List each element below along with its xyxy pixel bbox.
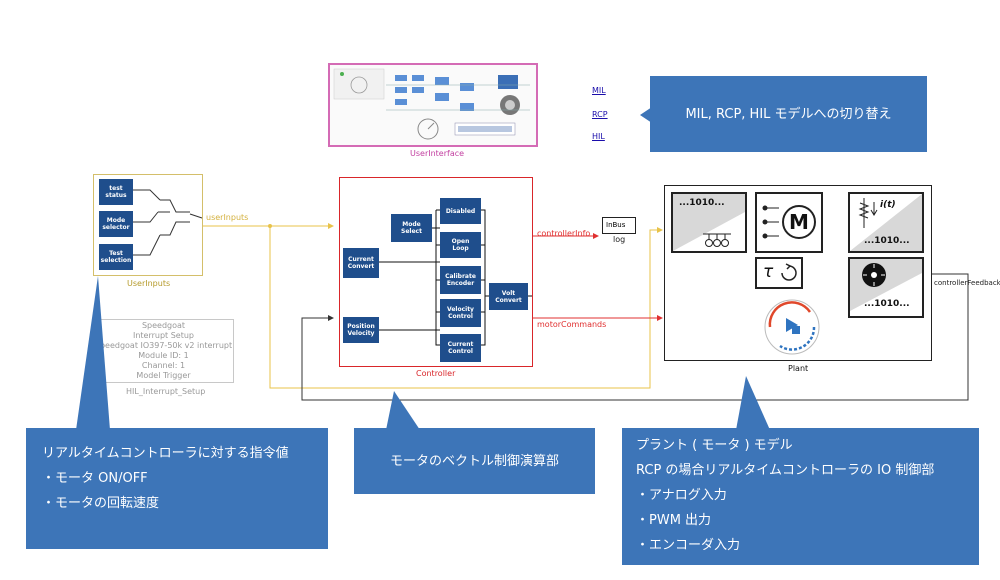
- controller-label: Controller: [416, 369, 456, 378]
- signal-label-userinputs: userInputs: [206, 213, 249, 222]
- speedgoat-line: Speedgoat IO397-50k v2 interrupt: [94, 341, 233, 350]
- plant-torque-tile: τ: [755, 257, 803, 289]
- plant-current-graphic: [850, 194, 922, 251]
- user-inputs-switches: [131, 189, 203, 256]
- inputs-callout: リアルタイムコントローラに対する指令値 ・モータ ON/OFF ・モータの回転速…: [26, 428, 328, 549]
- user-inputs-block[interactable]: test status Mode selector Test selection: [93, 174, 203, 276]
- speedgoat-line: Speedgoat: [141, 321, 186, 330]
- inputs-callout-line: ・モータの回転速度: [42, 496, 160, 511]
- link-mil[interactable]: MIL: [592, 86, 606, 95]
- plant-motor-tile: M: [755, 192, 823, 253]
- inputs-callout-line: リアルタイムコントローラに対する指令値: [42, 446, 289, 461]
- plant-label: Plant: [788, 364, 809, 373]
- signal-label-motorcommands: motorCommands: [537, 320, 607, 329]
- speedgoat-label: HIL_Interrupt_Setup: [126, 387, 206, 396]
- controller-callout-line: モータのベクトル制御演算部: [389, 453, 559, 469]
- simscape-logo: [764, 299, 820, 355]
- wire-controllerfeedback: [301, 273, 969, 401]
- speedgoat-line: Interrupt Setup: [132, 331, 195, 340]
- user-interface-label: UserInterface: [410, 149, 465, 158]
- plant-current-tile: i(t) ...1010...: [848, 192, 924, 253]
- rotation-arrow-icon: [781, 263, 797, 281]
- current-convert-block[interactable]: Current Convert: [343, 248, 379, 278]
- test-status-block[interactable]: test status: [99, 179, 133, 205]
- plant-encoder-tile: ...1010...: [848, 257, 924, 318]
- user-inputs-label: UserInputs: [127, 279, 171, 288]
- plant-callout: プラント ( モータ ) モデル RCP の場合リアルタイムコントローラの IO…: [622, 428, 979, 565]
- wire-userinputs-plant: [269, 226, 663, 389]
- log-inbus-block[interactable]: InBus: [602, 217, 636, 234]
- switch-callout: MIL, RCP, HIL モデルへの切り替え: [650, 76, 927, 152]
- plant-current-bits: ...1010...: [864, 236, 910, 246]
- plant-adc-bits: ...1010...: [679, 198, 725, 208]
- speedgoat-line: Module ID: 1: [138, 351, 189, 360]
- test-selection-block[interactable]: Test selection: [99, 244, 133, 270]
- position-velocity-block[interactable]: Position Velocity: [343, 317, 379, 343]
- current-icon: i(t): [880, 200, 896, 210]
- current-control-block[interactable]: Current Control: [440, 334, 481, 362]
- motor-icon: M: [789, 210, 809, 234]
- link-rcp[interactable]: RCP: [592, 110, 608, 119]
- disabled-block[interactable]: Disabled: [440, 198, 481, 224]
- speedgoat-line: Model Trigger: [136, 371, 191, 380]
- link-hil[interactable]: HIL: [592, 132, 605, 141]
- controller-block[interactable]: [339, 177, 533, 367]
- plant-callout-line: ・PWM 出力: [636, 513, 712, 528]
- plant-encoder-graphic: [850, 259, 922, 311]
- user-interface-preview: [333, 68, 530, 140]
- calibrate-encoder-block[interactable]: Calibrate Encoder: [440, 266, 481, 294]
- plant-adc-tile: ...1010...: [671, 192, 747, 253]
- plant-callout-line: ・エンコーダ入力: [636, 538, 741, 553]
- plant-callout-line: プラント ( モータ ) モデル: [636, 438, 793, 453]
- velocity-control-block[interactable]: Velocity Control: [440, 299, 481, 327]
- log-inbus-text: InBus: [606, 221, 626, 229]
- user-interface-block[interactable]: [328, 63, 538, 147]
- controller-wires: [379, 209, 533, 346]
- mode-selector-block[interactable]: Mode selector: [99, 211, 133, 237]
- signal-label-controllerfeedback: controllerFeedback: [934, 279, 1000, 287]
- inputs-callout-line: ・モータ ON/OFF: [42, 471, 148, 486]
- controller-callout: モータのベクトル制御演算部: [354, 428, 595, 494]
- signal-label-controllerinfo: controllerInfo: [537, 229, 591, 238]
- plant-callout-line: RCP の場合リアルタイムコントローラの IO 制御部: [636, 463, 935, 478]
- speedgoat-line: Channel: 1: [141, 361, 186, 370]
- plant-motor-graphic: [762, 205, 816, 239]
- plant-encoder-bits: ...1010...: [864, 299, 910, 309]
- log-label: log: [613, 235, 626, 244]
- open-loop-block[interactable]: Open Loop: [440, 232, 481, 258]
- torque-icon: τ: [763, 262, 774, 282]
- speedgoat-interrupt-block[interactable]: Speedgoat Interrupt Setup Speedgoat IO39…: [93, 319, 234, 383]
- mode-select-block[interactable]: Mode Select: [391, 214, 432, 242]
- plant-adc-graphic: [673, 194, 745, 251]
- volt-convert-block[interactable]: Volt Convert: [489, 283, 528, 310]
- plant-callout-line: ・アナログ入力: [636, 488, 727, 503]
